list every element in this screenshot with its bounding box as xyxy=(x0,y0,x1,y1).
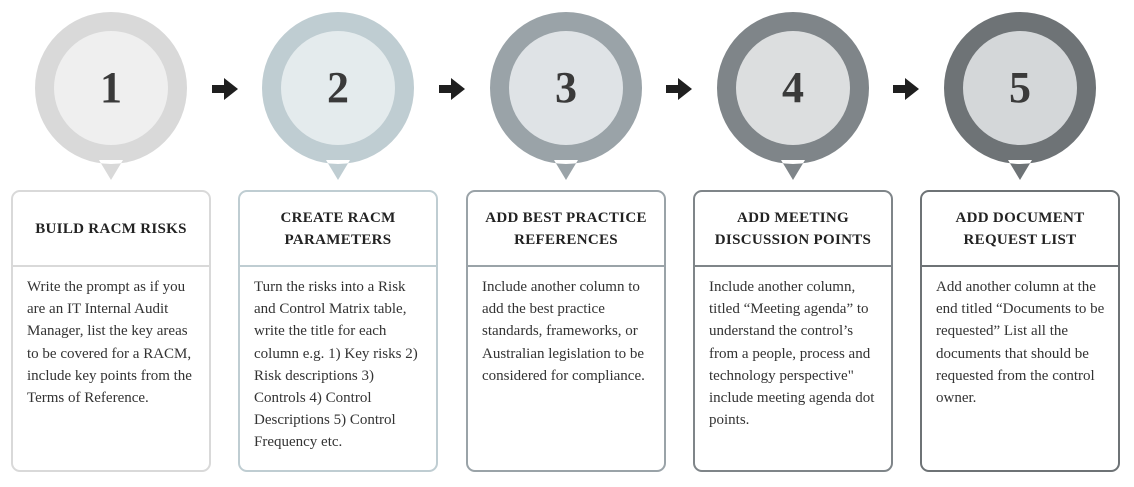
step-2-title: CREATE RACM PARAMETERS xyxy=(240,192,436,267)
pin-inner-circle xyxy=(54,31,168,145)
step-4-pin-marker xyxy=(717,12,869,180)
step-1: 1 BUILD RACM RISKS Write the prompt as i… xyxy=(11,0,211,487)
step-1-card: BUILD RACM RISKS Write the prompt as if … xyxy=(11,190,211,472)
arrow-right-icon xyxy=(439,78,465,100)
pin-inner-circle xyxy=(281,31,395,145)
step-3-pin-marker xyxy=(490,12,642,180)
step-3-number: 3 xyxy=(555,63,577,112)
step-5-number: 5 xyxy=(1009,63,1031,112)
arrow-right-icon xyxy=(893,78,919,100)
step-1-description: Write the prompt as if you are an IT Int… xyxy=(27,279,192,407)
step-3-title: ADD BEST PRACTICE REFERENCES xyxy=(468,192,664,267)
arrow-right-icon xyxy=(212,78,238,100)
pin-inner-circle xyxy=(736,31,850,145)
step-1-number: 1 xyxy=(100,63,122,112)
step-2-number: 2 xyxy=(327,63,349,112)
step-2-pin-marker xyxy=(262,12,414,180)
step-5-card: ADD DOCUMENT REQUEST LIST Add another co… xyxy=(920,190,1120,472)
step-2-description: Turn the risks into a Risk and Control M… xyxy=(254,279,418,451)
step-4-card: ADD MEETING DISCUSSION POINTS Include an… xyxy=(693,190,893,472)
step-5-title: ADD DOCUMENT REQUEST LIST xyxy=(922,192,1118,267)
step-2-card: CREATE RACM PARAMETERS Turn the risks in… xyxy=(238,190,438,472)
step-5: 5 ADD DOCUMENT REQUEST LIST Add another … xyxy=(920,0,1120,487)
arrow-right-icon xyxy=(666,78,692,100)
step-4-description: Include another column, titled “Meeting … xyxy=(709,279,875,429)
step-2: 2 CREATE RACM PARAMETERS Turn the risks … xyxy=(238,0,438,487)
pin-inner-circle xyxy=(509,31,623,145)
step-5-description: Add another column at the end titled “Do… xyxy=(936,279,1105,407)
step-1-title: BUILD RACM RISKS xyxy=(13,192,209,267)
step-4: 4 ADD MEETING DISCUSSION POINTS Include … xyxy=(693,0,893,487)
step-4-title: ADD MEETING DISCUSSION POINTS xyxy=(695,192,891,267)
step-3-description: Include another column to add the best p… xyxy=(482,279,645,384)
step-1-pin-marker xyxy=(35,12,187,180)
step-5-pin-marker xyxy=(944,12,1096,180)
step-3-card: ADD BEST PRACTICE REFERENCES Include ano… xyxy=(466,190,666,472)
step-4-number: 4 xyxy=(782,63,804,112)
pin-inner-circle xyxy=(963,31,1077,145)
step-3: 3 ADD BEST PRACTICE REFERENCES Include a… xyxy=(466,0,666,487)
